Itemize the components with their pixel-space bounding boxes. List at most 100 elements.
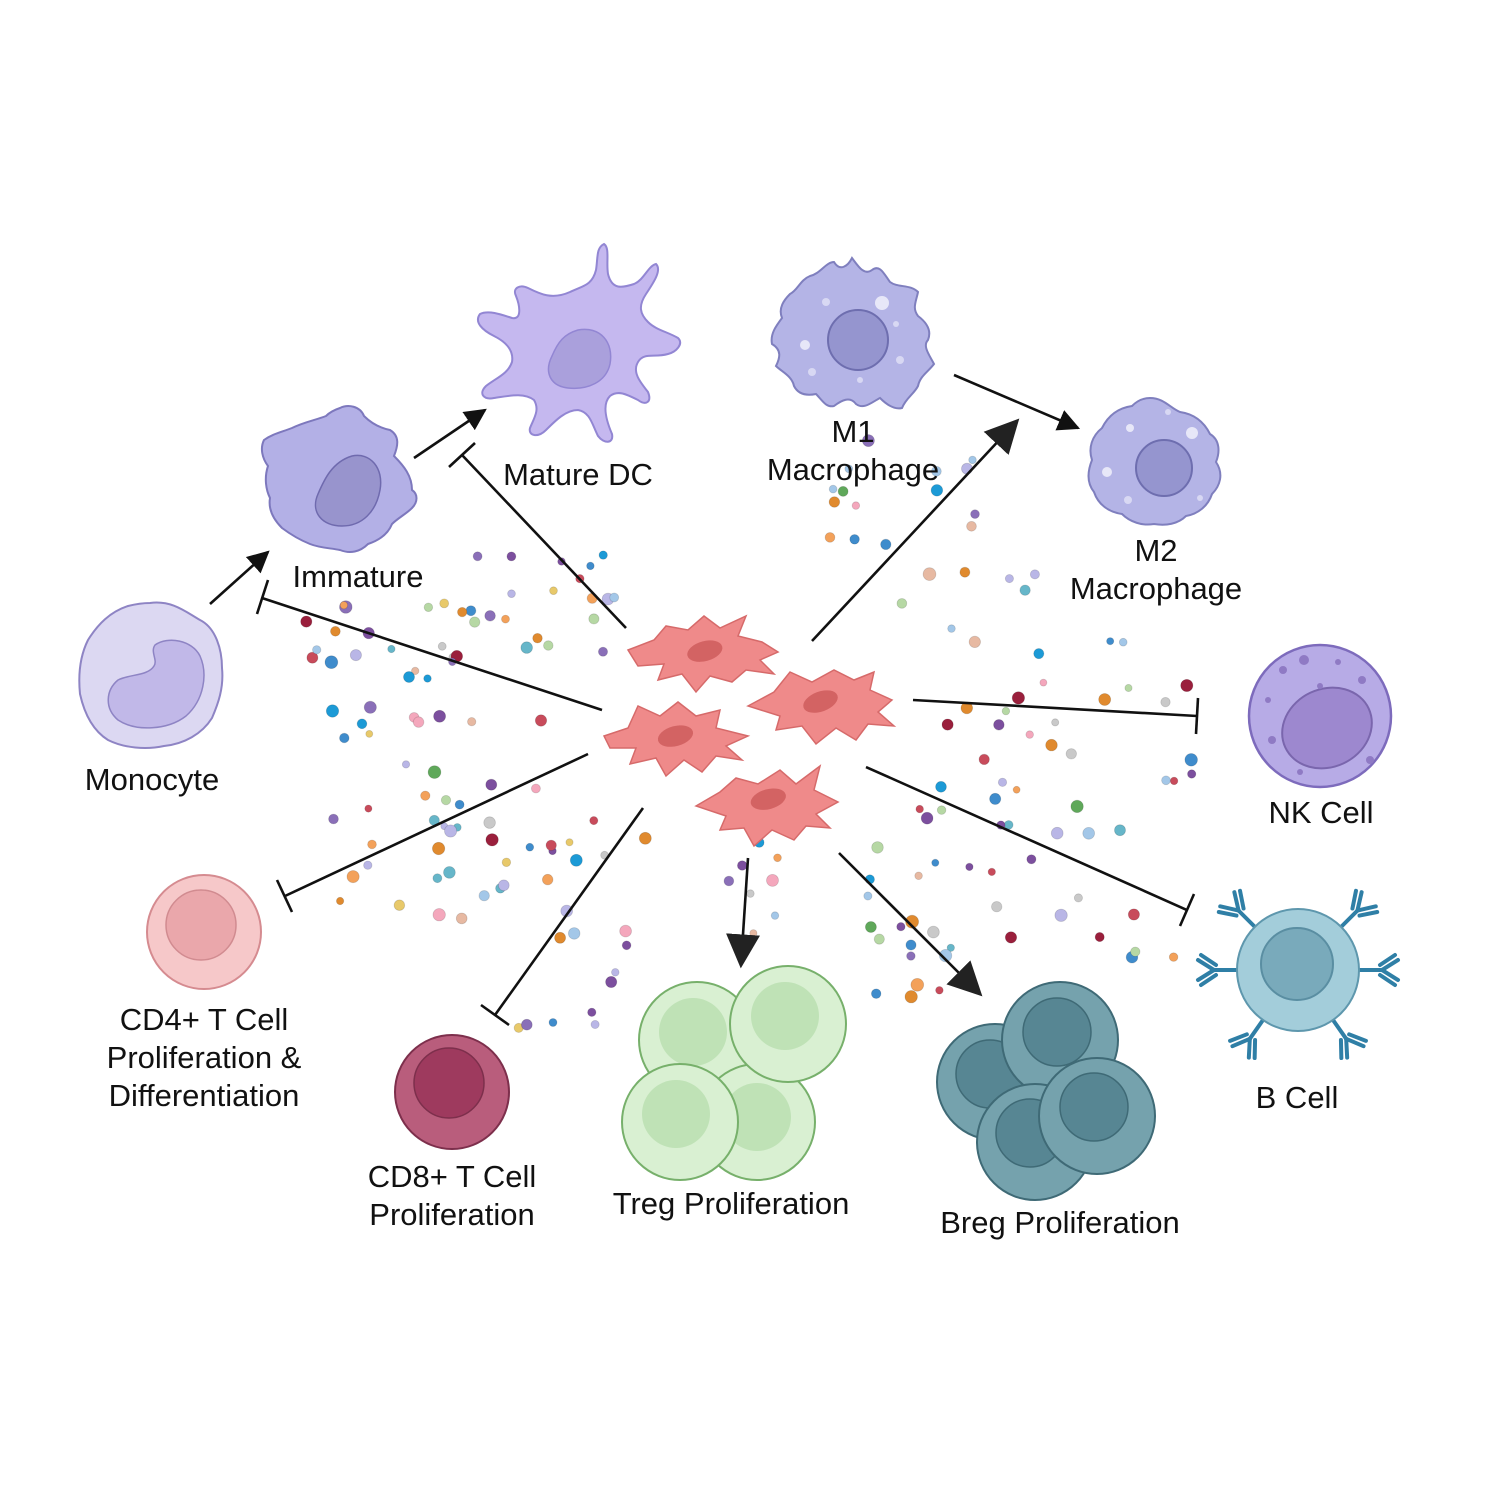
cytokine-dot: [543, 640, 554, 651]
cytokine-dot: [621, 940, 632, 951]
label-treg: Treg Proliferation: [613, 1186, 850, 1221]
cytokine-dot: [862, 434, 875, 448]
cytokine-dot: [598, 550, 608, 560]
cytokine-dot: [330, 625, 341, 637]
cytokine-dot: [1051, 718, 1060, 727]
cytokine-dot: [565, 838, 574, 847]
cytokine-dot: [609, 592, 620, 603]
cytokine-dot: [300, 615, 313, 628]
cytokine-dot: [569, 853, 583, 867]
connectors: [209, 373, 1200, 1027]
cytokine-dot: [766, 874, 779, 887]
cytokine-dot: [328, 813, 339, 825]
cytokine-dot: [420, 790, 431, 801]
breg-cell-cluster: [936, 981, 1156, 1201]
arrow-immature-to-mature-dc: [413, 408, 487, 460]
cytokine-dot: [1130, 946, 1141, 957]
cytokine-dot: [723, 875, 735, 887]
cytokine-dot: [993, 719, 1005, 731]
cytokine-dot: [863, 891, 873, 901]
cytokine-dot: [935, 986, 944, 995]
cytokine-dot: [638, 831, 652, 845]
cytokine-dot: [1184, 753, 1198, 767]
cytokine-dot: [1019, 584, 1031, 596]
cytokine-dot: [605, 976, 618, 989]
cytokine-dot: [306, 651, 319, 664]
cytokine-dot: [432, 908, 446, 922]
cytokine-dot: [927, 925, 940, 939]
cytokine-dot: [1012, 785, 1021, 794]
cytokine-dot: [871, 841, 884, 854]
inhibit-msc-to-nk: [912, 697, 1200, 735]
cytokine-dot: [1187, 769, 1197, 779]
cytokine-dot: [545, 839, 557, 851]
cytokine-dot: [501, 614, 510, 624]
cytokine-dot: [920, 811, 934, 825]
cytokine-dot: [1029, 569, 1040, 580]
cytokine-dot: [554, 931, 566, 944]
cytokine-dot: [1082, 826, 1095, 840]
cytokine-dot: [1033, 648, 1045, 660]
cytokine-dot: [1045, 738, 1058, 752]
cytokine-dot: [433, 709, 447, 723]
cytokine-dot: [483, 816, 496, 829]
label-monocyte: Monocyte: [85, 762, 219, 797]
cytokine-dot: [828, 496, 841, 508]
msc-cell: [626, 614, 780, 694]
cytokine-dot: [472, 551, 483, 562]
cytokine-dot: [619, 924, 632, 938]
cytokine-dot: [922, 567, 937, 581]
cytokine-dot: [365, 730, 374, 738]
arrow-msc-to-m1: [811, 418, 1020, 642]
cytokine-dot: [325, 704, 340, 718]
antibody-icons: [1196, 888, 1400, 1061]
cytokine-dot: [824, 532, 836, 543]
cytokine-dot: [746, 889, 755, 898]
cytokine-dot: [507, 589, 516, 598]
label-cd8-line1: CD8+ T Cell: [368, 1159, 537, 1194]
label-mature-dc: Mature DC: [503, 457, 653, 492]
label-b-cell: B Cell: [1256, 1080, 1339, 1115]
cytokine-dot: [542, 873, 554, 886]
cytokine-dot: [525, 842, 535, 852]
cytokine-dot: [439, 598, 450, 609]
msc-cell: [746, 669, 897, 746]
cytokine-dot: [968, 635, 981, 649]
cytokine-dot: [914, 871, 923, 880]
cytokine-dot: [367, 839, 377, 850]
cytokine-dot: [549, 586, 558, 595]
inhibit-msc-to-mature-dc: [448, 442, 627, 629]
m1-macrophage-cell: [770, 256, 936, 410]
cytokine-dot: [427, 765, 442, 779]
cytokine-dot: [844, 464, 854, 474]
cytokine-dot: [871, 988, 882, 999]
m2-macrophage-cell: [1087, 396, 1222, 526]
cytokine-dot: [880, 538, 892, 551]
cytokine-dot: [531, 783, 541, 794]
cytokine-dot: [965, 862, 974, 872]
cytokine-dot: [485, 778, 498, 791]
arrow-monocyte-to-immature: [209, 550, 270, 605]
cytokine-dot: [423, 674, 432, 683]
cytokine-dot: [469, 616, 481, 628]
label-cd4-line1: CD4+ T Cell: [120, 1002, 289, 1037]
cytokine-dot: [312, 645, 322, 655]
cytokine-dot: [364, 804, 373, 813]
cytokine-dot: [411, 666, 420, 676]
cytokine-dot: [904, 990, 918, 1004]
inhibit-msc-to-immature: [255, 579, 603, 712]
cytokine-dot: [749, 929, 758, 938]
cytokine-dot: [1039, 678, 1048, 687]
cytokine-dot: [1124, 684, 1133, 693]
cytokine-dot: [1161, 775, 1171, 786]
cytokine-dot: [363, 860, 373, 870]
cytokine-dot: [1004, 931, 1018, 944]
arrow-m1-to-m2: [953, 373, 1081, 431]
cytokine-dot: [457, 606, 468, 618]
cytokine-dot: [968, 455, 977, 465]
cytokine-dot: [431, 841, 446, 856]
cytokine-dot: [423, 602, 434, 613]
inhibit-msc-to-b-cell: [865, 765, 1196, 927]
mature-dc-cell: [476, 242, 682, 443]
label-cd8-line2: Proliferation: [369, 1197, 534, 1232]
